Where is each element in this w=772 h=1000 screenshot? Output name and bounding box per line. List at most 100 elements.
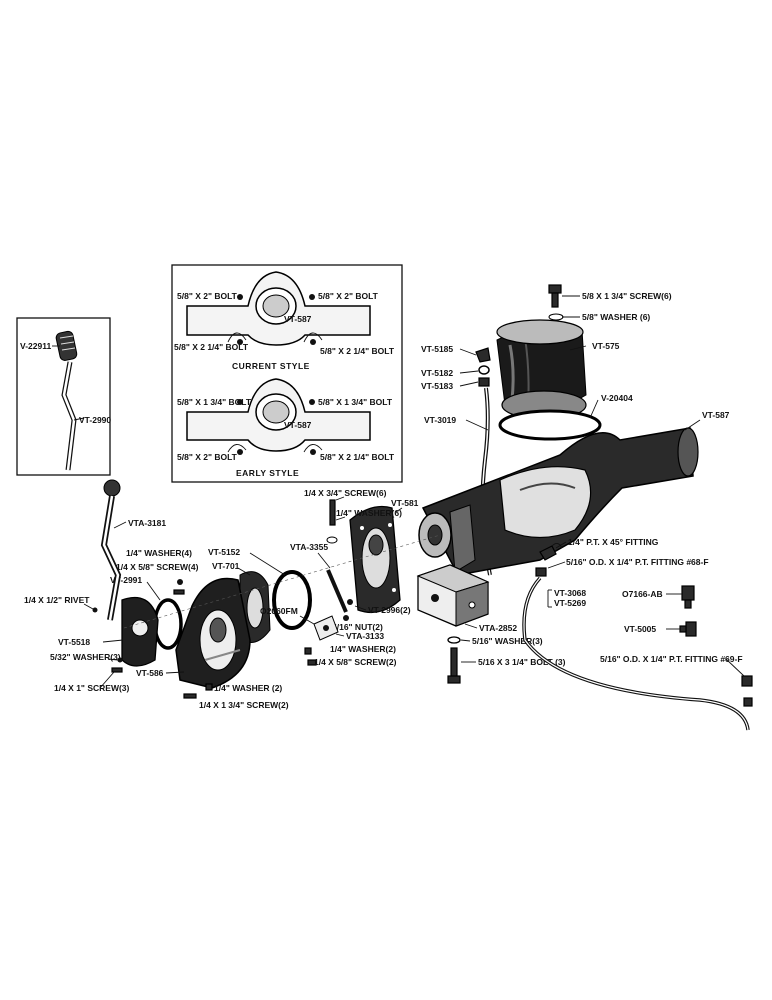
bolt-style-inset: 5/8" X 2" BOLT 5/8" X 2" BOLT VT-587 5/8… bbox=[171, 264, 403, 483]
part-screw3a bbox=[111, 667, 123, 673]
early-style-drawing bbox=[186, 378, 371, 455]
top-screw-part bbox=[548, 284, 564, 321]
label-bolt3: 5/16 X 3 1/4" BOLT (3) bbox=[478, 657, 566, 667]
label-vt5269: VT-5269 bbox=[554, 598, 586, 608]
label-vt586: VT-586 bbox=[136, 668, 164, 678]
label-lever: VT-2990 bbox=[79, 415, 111, 425]
label-fitting45: 1/4" P.T. X 45° FITTING bbox=[568, 537, 659, 547]
fitting-69-part bbox=[741, 675, 753, 707]
part-rivet bbox=[92, 607, 98, 613]
part-washer3a bbox=[117, 657, 123, 663]
label-vt5005: VT-5005 bbox=[624, 624, 656, 634]
body-vt586 bbox=[175, 577, 251, 689]
label-vt587: VT-587 bbox=[702, 410, 730, 420]
label-current-bolt-bl: 5/8" X 2 1/4" BOLT bbox=[174, 342, 249, 352]
cover-vt581 bbox=[349, 505, 401, 614]
label-washer2a: 1/4" WASHER(2) bbox=[330, 644, 396, 654]
valve-block-vta2852 bbox=[416, 564, 490, 627]
part-o7166ab bbox=[681, 585, 695, 609]
washer-mid-part bbox=[326, 536, 338, 544]
label-screw2b: 1/4 X 1 3/4" SCREW(2) bbox=[199, 700, 289, 710]
label-screw2a: 1/4 X 5/8" SCREW(2) bbox=[314, 657, 397, 667]
label-early-bolt-bl: 5/8" X 2" BOLT bbox=[177, 452, 238, 462]
bolt-inset-frame bbox=[171, 264, 403, 483]
label-early-bolt-br: 5/8" X 2 1/4" BOLT bbox=[320, 452, 395, 462]
part-vt5005 bbox=[679, 621, 697, 637]
label-washer-top: 5/8" WASHER (6) bbox=[582, 312, 650, 322]
label-current-bolt-br: 5/8" X 2 1/4" BOLT bbox=[320, 346, 395, 356]
part-vt2996 bbox=[347, 599, 353, 605]
label-current-part: VT-587 bbox=[284, 314, 312, 324]
label-vt5518: VT-5518 bbox=[58, 637, 90, 647]
label-o7166: O7166-AB bbox=[622, 589, 663, 599]
label-grip: V-22911 bbox=[20, 341, 51, 351]
part-washer4 bbox=[177, 579, 183, 585]
label-washer2b: 1/4" WASHER (2) bbox=[214, 683, 282, 693]
label-fitting68: 5/16" O.D. X 1/4" P.T. FITTING #68-F bbox=[566, 557, 709, 567]
gasket-v20404 bbox=[498, 409, 602, 441]
cam-vt5518 bbox=[121, 596, 159, 667]
label-screw-mid: 1/4 X 3/4" SCREW(6) bbox=[304, 488, 387, 498]
screw-mid-part bbox=[329, 499, 336, 526]
fitting-68-part bbox=[535, 567, 547, 577]
part-washer2b bbox=[205, 683, 213, 691]
part-screw2b bbox=[183, 693, 197, 699]
label-washer4: 1/4" WASHER(4) bbox=[126, 548, 192, 558]
lever-inset: V-22911 VT-2990 bbox=[16, 317, 111, 476]
label-washer3a: 5/32" WASHER(3) bbox=[50, 652, 121, 662]
label-early-part: VT-587 bbox=[284, 420, 312, 430]
label-fitting69: 5/16" O.D. X 1/4" P.T. FITTING #69-F bbox=[600, 654, 743, 664]
part-vta3133 bbox=[313, 615, 339, 641]
housing-vt587 bbox=[418, 427, 699, 576]
grip-part bbox=[55, 330, 78, 361]
oring-vt5152 bbox=[272, 570, 312, 630]
label-vt3068: VT-3068 bbox=[554, 588, 586, 598]
assembly-axis bbox=[123, 534, 441, 629]
label-washer-mid: 1/4" WASHER(6) bbox=[336, 508, 402, 518]
part-screw4 bbox=[173, 589, 185, 595]
label-o2060: O2060FM bbox=[260, 606, 298, 616]
small-fittings bbox=[475, 347, 491, 387]
label-vt5185: VT-5185 bbox=[421, 344, 453, 354]
label-vt575: VT-575 bbox=[592, 341, 620, 351]
label-vt5183: VT-5183 bbox=[421, 381, 453, 391]
bolt-3 bbox=[447, 647, 461, 684]
label-screw-top: 5/8 X 1 3/4" SCREW(6) bbox=[582, 291, 672, 301]
label-vt581: VT-581 bbox=[391, 498, 419, 508]
label-screw4: 1/4 X 5/8" SCREW(4) bbox=[116, 562, 199, 572]
label-rivet: 1/4 X 1/2" RIVET bbox=[24, 595, 90, 605]
label-nut2: 5/16" NUT(2) bbox=[332, 622, 383, 632]
label-current-bolt-tr: 5/8" X 2" BOLT bbox=[318, 291, 379, 301]
washer-3b bbox=[447, 636, 461, 644]
label-early-bolt-tl: 5/8" X 1 3/4" BOLT bbox=[177, 397, 252, 407]
part-washer2a bbox=[304, 647, 312, 655]
lever-vta3355 bbox=[326, 569, 348, 613]
label-vt5152: VT-5152 bbox=[208, 547, 240, 557]
label-vt2996: VT-2996(2) bbox=[368, 605, 411, 615]
label-screw3a: 1/4 X 1" SCREW(3) bbox=[54, 683, 130, 693]
label-v20404: V-20404 bbox=[601, 393, 633, 403]
label-vta3355: VTA-3355 bbox=[290, 542, 328, 552]
label-early-bolt-tr: 5/8" X 1 3/4" BOLT bbox=[318, 397, 393, 407]
caption-early-style: EARLY STYLE bbox=[236, 468, 299, 478]
label-vta2852: VTA-2852 bbox=[479, 623, 517, 633]
label-vt2991: VT-2991 bbox=[110, 575, 142, 585]
handle-vta3181 bbox=[100, 479, 122, 621]
label-current-bolt-tl: 5/8" X 2" BOLT bbox=[177, 291, 238, 301]
part-nut bbox=[343, 615, 349, 621]
label-vta3133: VTA-3133 bbox=[346, 631, 384, 641]
cylinder-vt575 bbox=[496, 319, 587, 420]
oring-vt2991 bbox=[153, 598, 183, 650]
label-vt701: VT-701 bbox=[212, 561, 240, 571]
caption-current-style: CURRENT STYLE bbox=[232, 361, 310, 371]
label-vta3181: VTA-3181 bbox=[128, 518, 166, 528]
current-style-drawing bbox=[186, 271, 371, 346]
lever-inset-frame bbox=[16, 317, 111, 476]
label-washer3b: 5/16" WASHER(3) bbox=[472, 636, 543, 646]
fitting-45-part bbox=[539, 543, 563, 561]
label-vt3019: VT-3019 bbox=[424, 415, 456, 425]
part-screw2a bbox=[307, 659, 317, 666]
label-vt5182: VT-5182 bbox=[421, 368, 453, 378]
